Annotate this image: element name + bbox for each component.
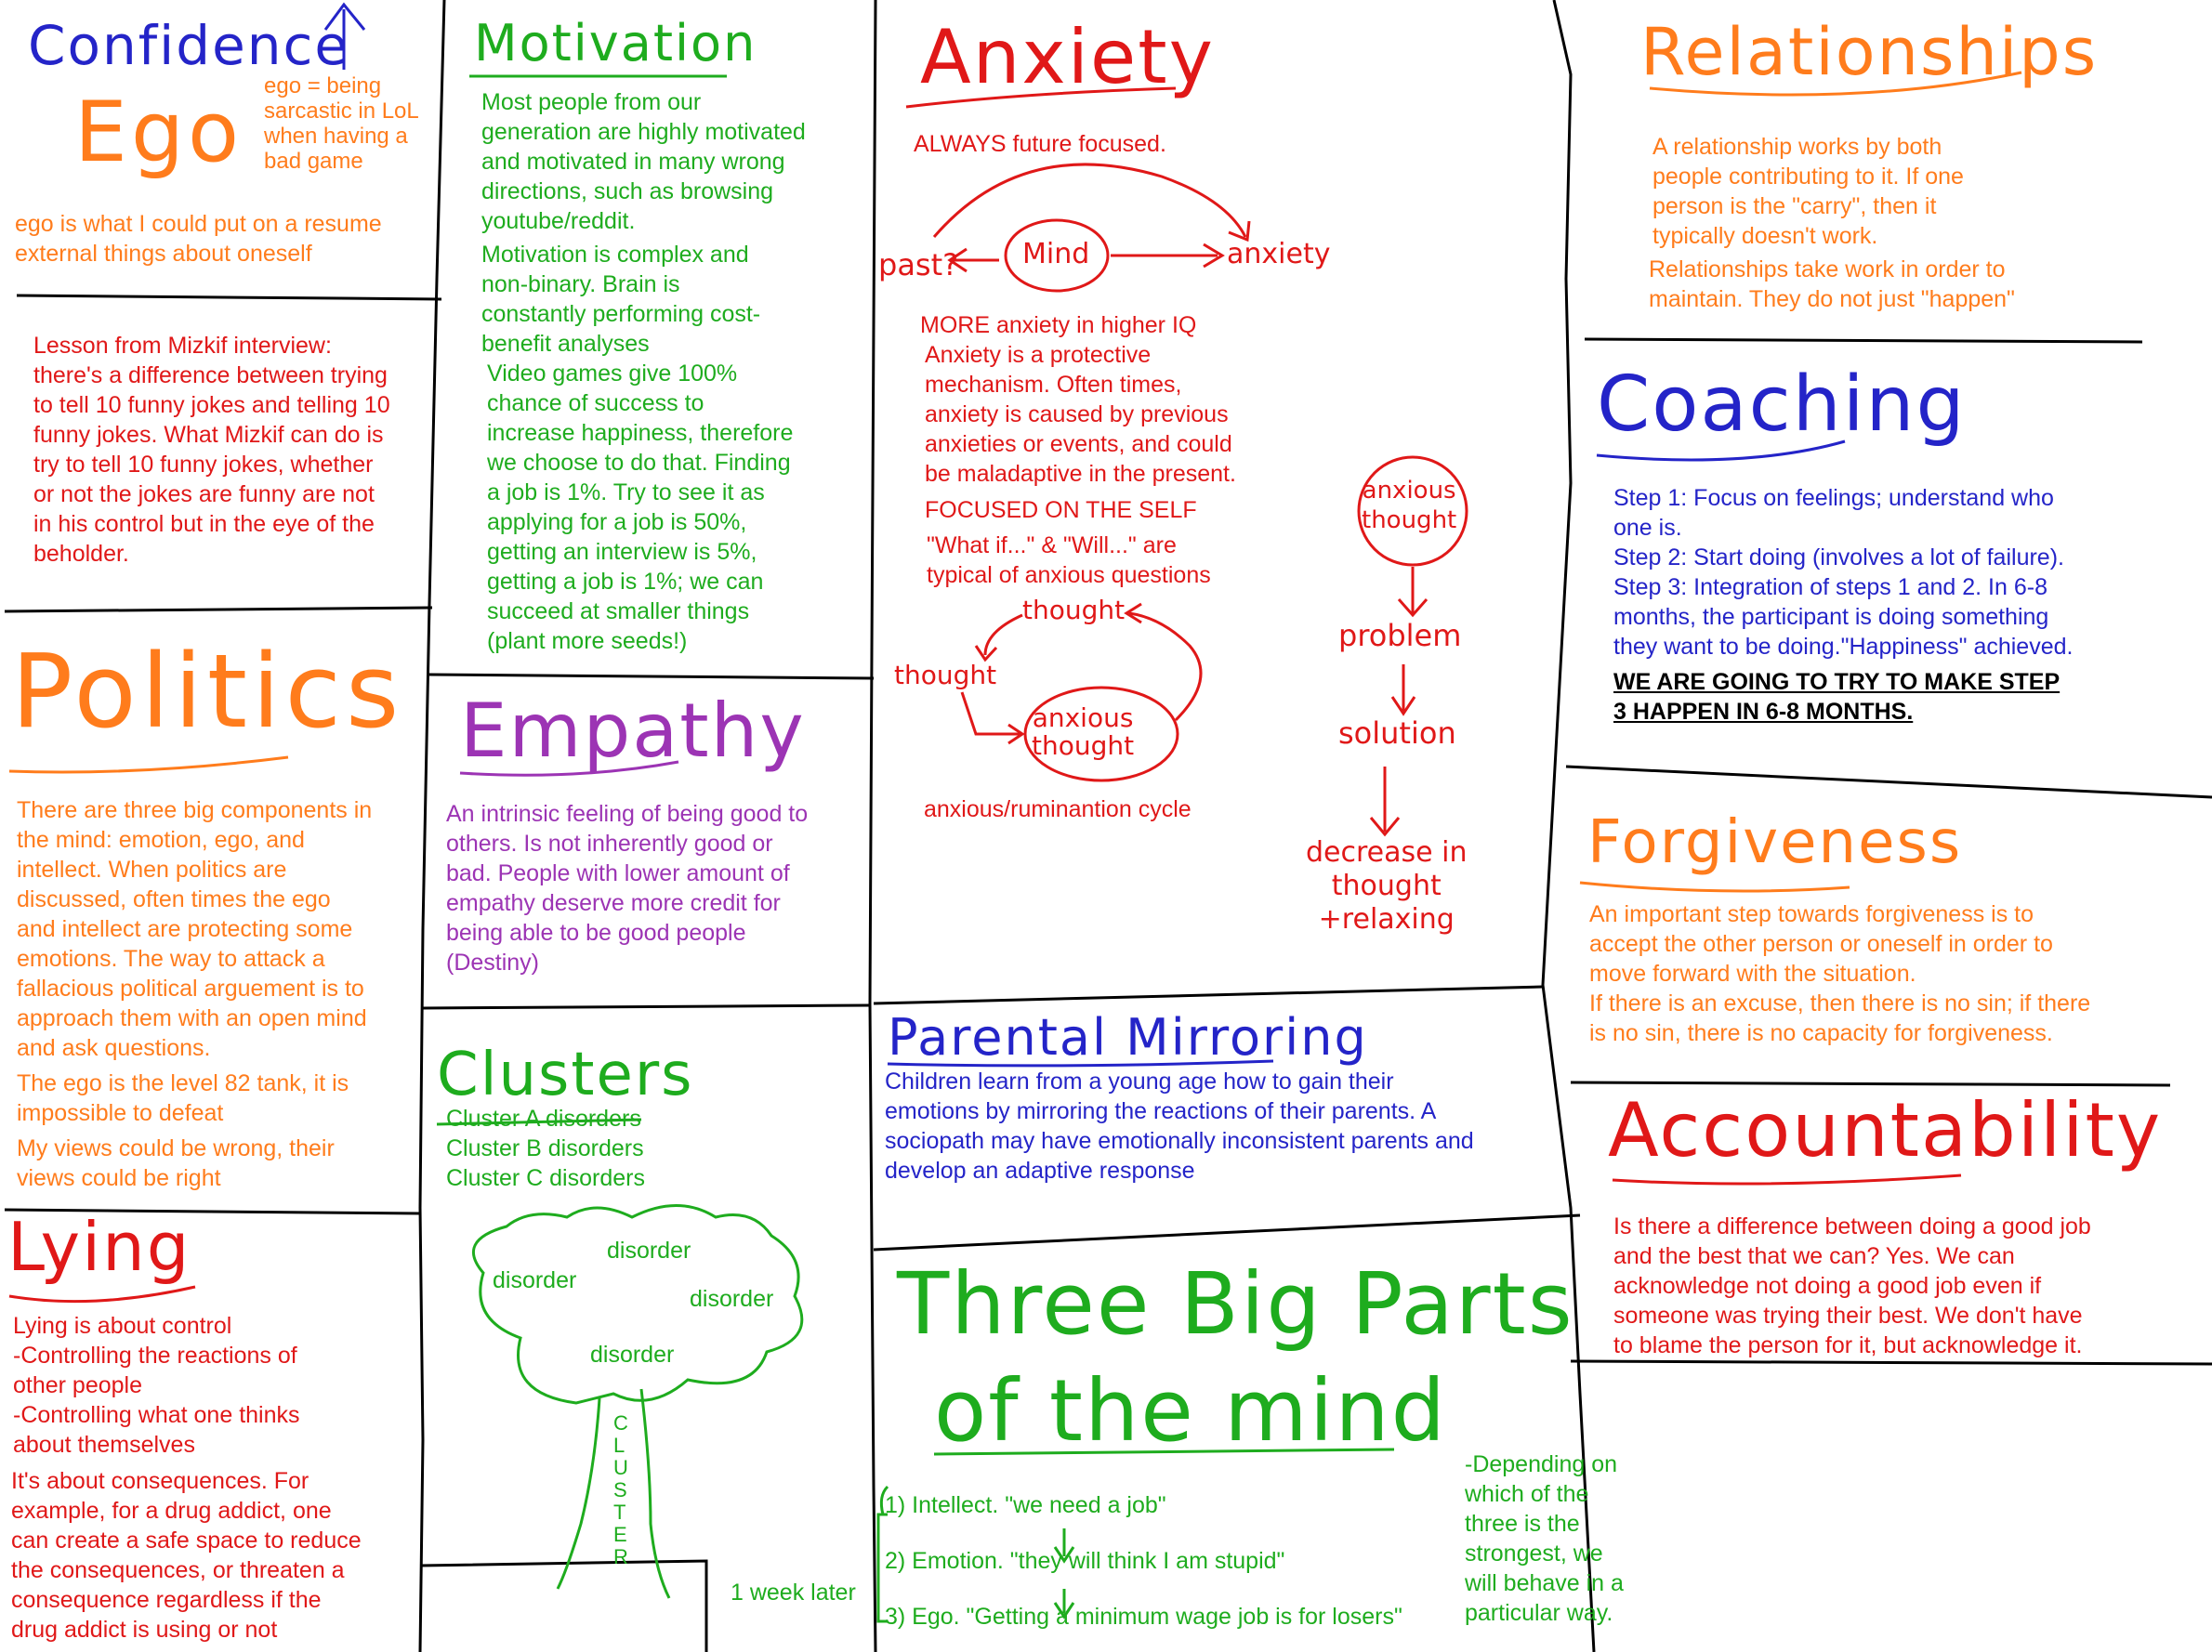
divider-col1-h3 — [4, 1208, 421, 1215]
confidence-title: Confidence — [28, 14, 350, 77]
cycle-top: thought — [1022, 595, 1126, 625]
coaching-body: Step 1: Focus on feelings; understand wh… — [1613, 485, 2074, 660]
motivation-p2: Motivation is complex and non-binary. Br… — [481, 242, 761, 357]
divider-col1-right — [418, 0, 446, 1652]
politics-p1: There are three big components in the mi… — [17, 797, 373, 1061]
ego-title: Ego — [74, 84, 244, 181]
three-parts-later: 1 week later — [731, 1580, 856, 1606]
tree-label-3: disorder — [690, 1286, 774, 1312]
divider-col2-right — [868, 0, 877, 1652]
diagram-anxiety: anxiety — [1227, 238, 1331, 270]
divider-col1-h1 — [16, 294, 442, 301]
cycle-node: anxious thought — [1032, 702, 1135, 761]
divider-col4-h3 — [1570, 1081, 2171, 1087]
three-parts-item-2: 2) Emotion. "they will think I am stupid… — [885, 1548, 1285, 1574]
lying-p1: Lying is about control -Controlling the … — [13, 1313, 300, 1458]
lying-title: Lying — [7, 1208, 191, 1286]
motivation-title: Motivation — [474, 14, 757, 72]
ego-note: ego = being sarcastic in LoL when having… — [264, 73, 419, 174]
motivation-p1: Most people from our generation are high… — [481, 89, 806, 234]
cycle-caption: anxious/ruminantion cycle — [924, 796, 1192, 822]
politics-p3: My views could be wrong, their views cou… — [17, 1135, 335, 1191]
divider-col2-bottom — [419, 1559, 708, 1652]
three-parts-item-3: 3) Ego. "Getting a minimum wage job is f… — [885, 1604, 1402, 1630]
tree-label-1: disorder — [607, 1238, 691, 1264]
anxiety-p2: Anxiety is a protective mechanism. Often… — [925, 342, 1236, 487]
flow-problem: problem — [1338, 618, 1462, 653]
anxiety-p1: MORE anxiety in higher IQ — [920, 312, 1197, 338]
lesson-body: Lesson from Mizkif interview: there's a … — [33, 333, 390, 567]
empathy-body: An intrinsic feeling of being good to ot… — [446, 801, 809, 976]
divider-col4-h1 — [1584, 337, 2143, 344]
three-parts-title-1: Three Big Parts — [897, 1254, 1574, 1354]
three-parts-note: -Depending on which of the three is the … — [1465, 1451, 1624, 1626]
anxiety-subtitle: ALWAYS future focused. — [914, 131, 1166, 157]
forgiveness-title: Forgiveness — [1587, 808, 1963, 877]
anxiety-p4: "What if..." & "Will..." are typical of … — [927, 532, 1211, 588]
diagram-mind: Mind — [1022, 238, 1090, 270]
tree-trunk-label: CLUSTER — [613, 1411, 628, 1568]
accountability-title: Accountability — [1608, 1087, 2163, 1173]
tree-label-4: disorder — [590, 1342, 675, 1368]
parental-title: Parental Mirroring — [888, 1008, 1368, 1067]
flow-solution: solution — [1338, 715, 1456, 751]
three-parts-title-2: of the mind — [934, 1361, 1448, 1461]
divider-col3-h2 — [873, 1213, 1581, 1252]
flow-decrease: decrease in thought +relaxing — [1306, 836, 1468, 936]
divider-col4-h2 — [1565, 765, 2212, 799]
politics-title: Politics — [11, 632, 404, 751]
anxiety-title: Anxiety — [920, 14, 1215, 100]
relationships-title: Relationships — [1640, 14, 2099, 90]
forgiveness-body: An important step towards forgiveness is… — [1589, 901, 2091, 1046]
cycle-left: thought — [894, 660, 997, 690]
diagram-past: past? — [878, 247, 959, 282]
clusters-title: Clusters — [437, 1041, 694, 1109]
politics-p2: The ego is the level 82 tank, it is impo… — [17, 1070, 349, 1126]
divider-col4-h4 — [1570, 1359, 2212, 1366]
divider-col2-h1 — [428, 673, 875, 680]
anxiety-p3: FOCUSED ON THE SELF — [925, 497, 1197, 523]
relationships-p2: Relationships take work in order to main… — [1649, 256, 2015, 312]
lying-p2: It's about consequences. For example, fo… — [11, 1468, 362, 1643]
relationships-p1: A relationship works by both people cont… — [1652, 134, 1964, 249]
tree-label-2: disorder — [493, 1267, 577, 1293]
divider-col2-h2 — [422, 1003, 871, 1010]
coaching-title: Coaching — [1597, 361, 1967, 449]
divider-col3-right — [1541, 0, 1596, 1652]
coaching-goal: WE ARE GOING TO TRY TO MAKE STEP 3 HAPPE… — [1613, 669, 2061, 725]
motivation-p3: Video games give 100% chance of success … — [487, 361, 794, 654]
divider-col3-h1 — [873, 985, 1544, 1005]
accountability-body: Is there a difference between doing a go… — [1613, 1213, 2091, 1358]
parental-body: Children learn from a young age how to g… — [885, 1069, 1474, 1184]
flow-anxious-thought: anxious thought — [1362, 477, 1457, 534]
empathy-title: Empathy — [460, 688, 806, 774]
divider-col1-h2 — [4, 606, 433, 613]
confidence-body: ego is what I could put on a resume exte… — [15, 211, 382, 267]
three-parts-item-1: 1) Intellect. "we need a job" — [885, 1492, 1166, 1518]
clusters-body: Cluster A disorders Cluster B disorders … — [446, 1106, 645, 1191]
